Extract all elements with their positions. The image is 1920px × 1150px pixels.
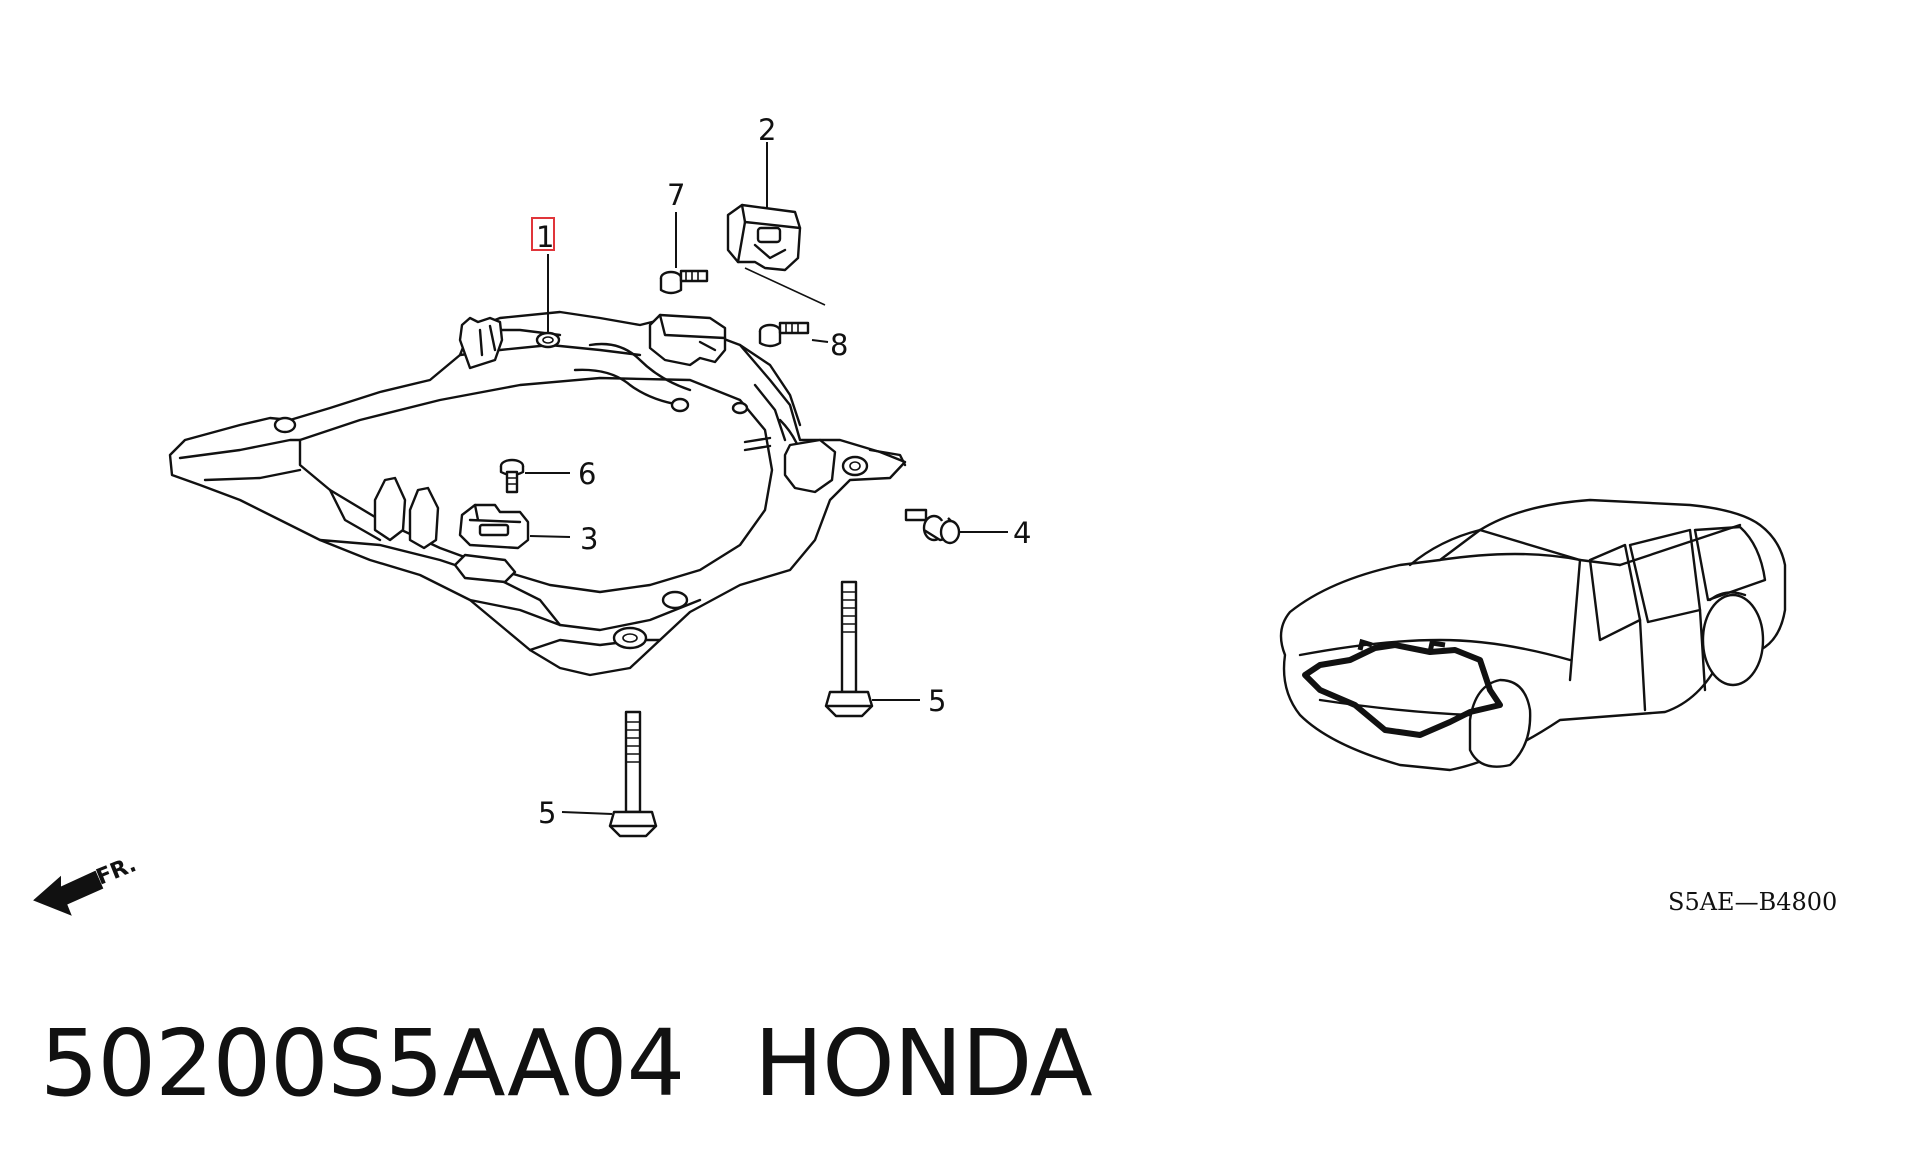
part-7-bolt	[659, 269, 709, 295]
front-direction-indicator: FR.	[33, 852, 140, 916]
callout-4[interactable]: 4	[1013, 516, 1031, 550]
callout-1[interactable]: 1	[536, 220, 554, 254]
diagram-code: S5AE—B4800	[1668, 888, 1837, 916]
car-location-illustration	[1279, 498, 1787, 772]
front-arrow-icon	[33, 870, 104, 916]
callout-5-lower[interactable]: 5	[538, 796, 556, 830]
callout-3[interactable]: 3	[580, 522, 598, 556]
part-2-mount-bracket	[726, 203, 826, 306]
direction-label: FR.	[93, 852, 140, 890]
callout-5-upper[interactable]: 5	[928, 684, 946, 718]
callout-7[interactable]: 7	[667, 178, 685, 212]
part-6-bolt	[499, 458, 525, 494]
part-number: 50200S5AA04	[40, 1010, 685, 1117]
part-5-bolt-lower	[608, 710, 658, 838]
callout-8[interactable]: 8	[830, 328, 848, 362]
part-3-bracket	[458, 503, 530, 550]
part-4-bolt	[904, 508, 961, 545]
part-caption: 50200S5AA04 HONDA	[40, 1010, 1093, 1117]
front-subframe	[168, 310, 907, 677]
callout-1-highlight-box	[531, 217, 555, 251]
brand-name: HONDA	[754, 1010, 1093, 1117]
callout-2[interactable]: 2	[758, 113, 776, 147]
part-8-bolt	[758, 321, 810, 348]
callout-6[interactable]: 6	[578, 457, 596, 491]
leader-lines	[525, 142, 1008, 815]
part-5-bolt-upper	[824, 580, 874, 718]
callout-labels: 1 2 3 4 5 5 6 7 8	[531, 113, 1031, 830]
